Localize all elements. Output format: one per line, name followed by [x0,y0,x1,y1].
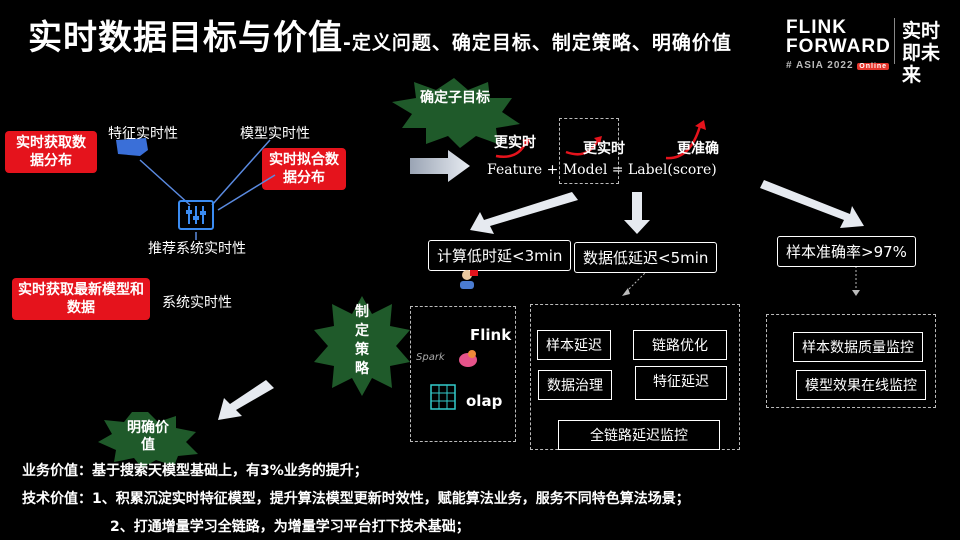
formula-label: Label(score) [627,162,717,178]
title-main: 实时数据目标与价值 [28,18,343,58]
logo-online-badge: Online [857,63,890,70]
recommend-realtime-label: 推荐系统实时性 [148,241,246,257]
formula-eq: = [611,162,624,178]
system-realtime-label: 系统实时性 [162,295,232,311]
page-title: 实时数据目标与价值-定义问题、确定目标、制定策略、明确价值 [28,10,732,59]
olap-label: olap [466,392,503,410]
strategy-badge-shape [314,296,410,396]
goal-badge-text: 确定子目标 [420,90,490,106]
flink-squirrel-icon [459,350,477,367]
strategy-sample-delay: 样本延迟 [537,330,611,360]
formula-line: Feature + Model = Label(score) [487,162,717,178]
strategy-data-governance: 数据治理 [538,370,612,400]
red-box-realtime-fit: 实时拟合数据分布 [262,148,346,190]
monitor-model-online: 模型效果在线监控 [796,370,926,400]
feature-icon [116,138,148,156]
value-badge-text: 明确价值 [127,420,169,453]
formula-label-1: 更实时 [494,135,536,151]
recommend-system-icon [178,200,214,230]
olap-cube-icon [430,384,456,410]
formula-plus: + [546,162,559,178]
formula-model: Model [562,162,608,178]
person-icon [460,270,478,289]
goal-badge-shape [392,78,520,148]
tech-value-line-2: 2、打通增量学习全链路，为增量学习平台打下技术基础； [110,519,470,535]
strategy-feature-delay: 特征延迟 [635,366,727,400]
logo-slogan: 实时即未来 [902,20,941,86]
business-value-line: 业务价值：基于搜索天模型基础上，有3%业务的提升； [22,463,368,479]
sliders-icon [186,206,206,224]
strategy-badge-text: 制定策略 [355,304,369,377]
target-compute-latency: 计算低时延<3min [428,240,572,271]
formula-feature: Feature [487,162,543,178]
red-box-latest-model: 实时获取最新模型和数据 [12,278,150,320]
target-data-latency: 数据低延迟<5min [574,242,718,273]
model-highlight-box [559,118,619,184]
flink-forward-logo: FLINK FORWARD # ASIA 2022 Online [786,18,891,76]
target-sample-accuracy: 样本准确率>97% [777,236,916,267]
monitor-box [766,314,936,408]
strategy-link-optimize: 链路优化 [633,330,727,360]
logo-asia: # ASIA 2022 [786,60,854,71]
value-badge-shape [98,412,198,468]
logo-line3: # ASIA 2022 Online [786,56,891,76]
title-subtitle: -定义问题、确定目标、制定策略、明确价值 [343,32,732,54]
strategy-full-link-monitor: 全链路延迟监控 [558,420,720,450]
model-realtime-label: 模型实时性 [240,126,310,142]
feature-realtime-label: 特征实时性 [108,126,178,142]
logo-line2: FORWARD [786,36,891,57]
tech-stack-box [410,306,516,442]
logo-line1: FLINK [786,17,847,38]
monitor-sample-quality: 样本数据质量监控 [793,332,923,362]
flink-label: Flink [470,326,512,344]
formula-label-2: 更实时 [583,141,625,157]
formula-label-3: 更准确 [677,141,719,157]
red-box-realtime-data-dist: 实时获取数据分布 [5,131,97,173]
spark-label: Spark [416,352,445,363]
tech-value-line-1: 技术价值：1、积累沉淀实时特征模型，提升算法模型更新时效性，赋能算法业务，服务不… [22,491,690,507]
logo-divider [894,18,895,64]
